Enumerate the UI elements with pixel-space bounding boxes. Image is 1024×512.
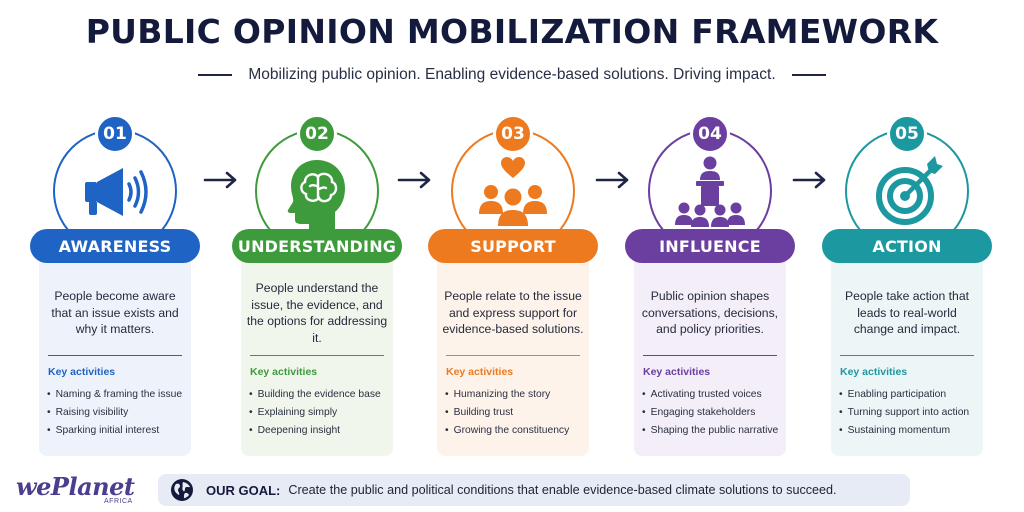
step-description: People become aware that an issue exists…: [51, 289, 179, 337]
subtitle-row: Mobilizing public opinion. Enabling evid…: [0, 64, 1024, 86]
step-divider: [840, 355, 974, 356]
step-action: 05 ACTION People take action that leads …: [822, 112, 992, 456]
step-number: 03: [493, 114, 533, 154]
target-arrow-icon: [876, 156, 943, 225]
step-title: AWARENESS: [30, 229, 200, 263]
key-activities-label: Key activities: [48, 366, 116, 378]
key-activities-label: Key activities: [250, 366, 318, 378]
activity-item: Humanizing the story: [445, 386, 595, 404]
step-number: 05: [887, 114, 927, 154]
step-title: SUPPORT: [428, 229, 598, 263]
step-number: 04: [690, 114, 730, 154]
step-support: 03 SUPPORT People relate to the issue an…: [428, 112, 598, 456]
step-description: Public opinion shapes conversations, dec…: [641, 289, 779, 337]
speaker-podium-icon: [675, 156, 745, 227]
subtitle-rule-left: [198, 74, 233, 76]
step-title: INFLUENCE: [625, 229, 795, 263]
subtitle: Mobilizing public opinion. Enabling evid…: [248, 66, 776, 83]
step-awareness: 01 AWARENESS People become aware that an…: [30, 112, 200, 456]
activity-item: Building trust: [445, 404, 595, 422]
step-understanding: 02 UNDERSTANDING People understand the i…: [232, 112, 402, 456]
activity-list: Building the evidence base Explaining si…: [249, 386, 399, 440]
subtitle-rule-right: [791, 74, 826, 76]
step-divider: [250, 355, 384, 356]
activity-item: Sparking initial interest: [47, 422, 197, 440]
step-number: 01: [95, 114, 135, 154]
megaphone-icon: [85, 168, 148, 216]
logo-subtitle: AFRICA: [104, 498, 133, 505]
activity-item: Sustaining momentum: [839, 422, 989, 440]
step-description: People understand the issue, the evidenc…: [246, 281, 388, 345]
goal-bar: OUR GOAL: Create the public and politica…: [158, 474, 910, 506]
step-description: People take action that leads to real-wo…: [845, 289, 969, 337]
page-title: PUBLIC OPINION MOBILIZATION FRAMEWORK: [85, 12, 939, 51]
step-number: 02: [297, 114, 337, 154]
activity-item: Shaping the public narrative: [642, 422, 792, 440]
key-activities-label: Key activities: [446, 366, 514, 378]
activity-item: Growing the constituency: [445, 422, 595, 440]
arrow-right-icon: [397, 171, 431, 189]
globe-icon: [171, 479, 193, 501]
activity-list: Humanizing the story Building trust Grow…: [445, 386, 595, 440]
logo-wordmark: wePlanet: [16, 472, 135, 501]
brain-head-icon: [287, 160, 345, 229]
activity-list: Naming & framing the issue Raising visib…: [47, 386, 197, 440]
step-description: People relate to the issue and express s…: [442, 289, 584, 337]
goal-label: OUR GOAL:: [206, 482, 281, 498]
activity-item: Deepening insight: [249, 422, 399, 440]
activity-item: Enabling participation: [839, 386, 989, 404]
step-divider: [446, 355, 580, 356]
arrow-right-icon: [595, 171, 629, 189]
step-divider: [643, 355, 777, 356]
activity-list: Activating trusted voices Engaging stake…: [642, 386, 792, 440]
activity-item: Naming & framing the issue: [47, 386, 197, 404]
arrow-right-icon: [792, 171, 826, 189]
activity-item: Building the evidence base: [249, 386, 399, 404]
step-title: ACTION: [822, 229, 992, 263]
goal-text: Create the public and political conditio…: [288, 483, 837, 497]
activity-item: Explaining simply: [249, 404, 399, 422]
people-heart-icon: [479, 157, 547, 226]
activity-item: Engaging stakeholders: [642, 404, 792, 422]
weplanet-logo: wePlanet AFRICA: [16, 470, 136, 510]
step-title: UNDERSTANDING: [232, 229, 402, 263]
activity-item: Activating trusted voices: [642, 386, 792, 404]
activity-item: Turning support into action: [839, 404, 989, 422]
key-activities-label: Key activities: [643, 366, 711, 378]
key-activities-label: Key activities: [840, 366, 908, 378]
step-influence: 04 INFLUENCE Public opinion shapes conve…: [625, 112, 795, 456]
activity-item: Raising visibility: [47, 404, 197, 422]
step-divider: [48, 355, 182, 356]
arrow-right-icon: [203, 171, 237, 189]
activity-list: Enabling participation Turning support i…: [839, 386, 989, 440]
